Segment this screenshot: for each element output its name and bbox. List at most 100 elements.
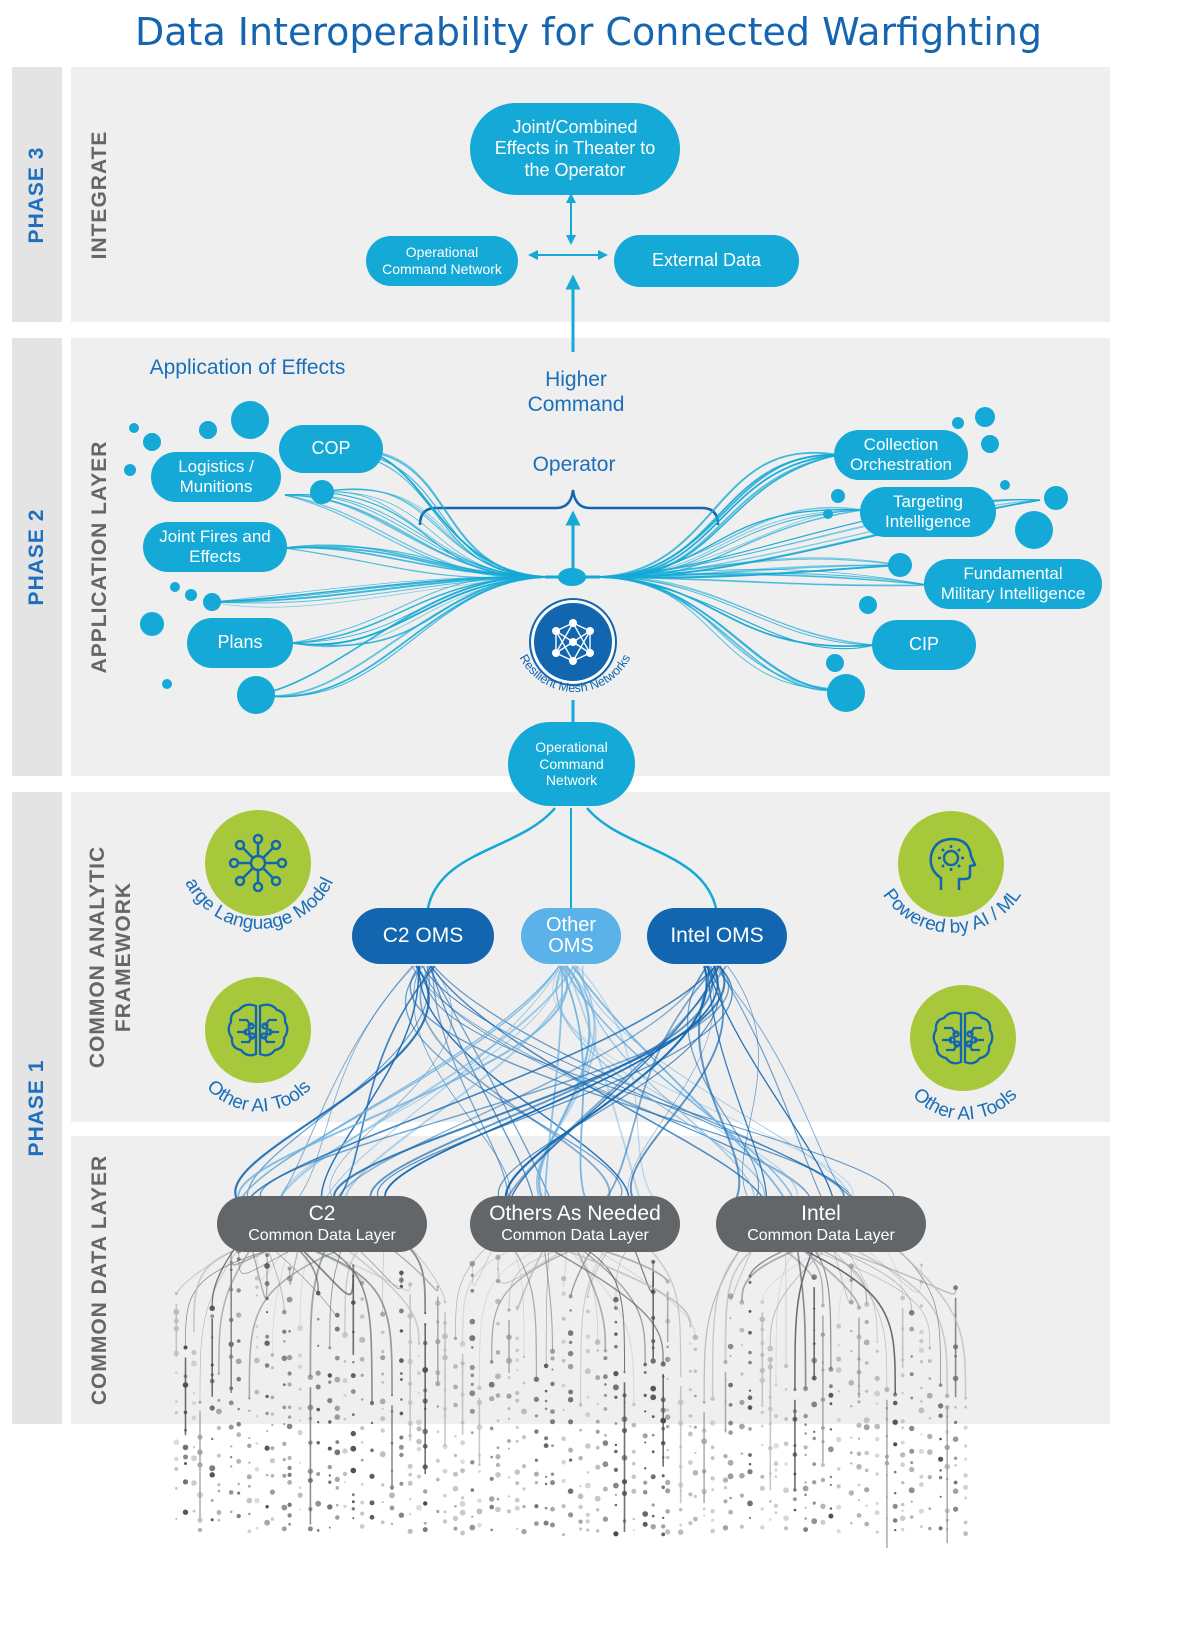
data-dot [938, 1475, 943, 1480]
data-dot [283, 1340, 286, 1343]
data-dot [265, 1505, 269, 1509]
data-dot [334, 1376, 341, 1383]
targeting-node[interactable]: Targeting Intelligence [860, 487, 996, 537]
data-dot [477, 1498, 482, 1503]
data-dot [452, 1515, 459, 1522]
data-dot [237, 1482, 240, 1486]
data-dot [688, 1460, 693, 1465]
data-dot [603, 1407, 608, 1411]
data-dot [858, 1499, 860, 1502]
data-dot [803, 1527, 808, 1532]
data-dot [919, 1339, 924, 1344]
data-dot [380, 1311, 386, 1317]
data-dot [521, 1435, 527, 1440]
collection-line1: Collection [863, 434, 939, 454]
data-dot [389, 1492, 395, 1499]
data-dot [265, 1411, 269, 1416]
data-dot [281, 1504, 288, 1511]
other-oms-node[interactable]: Other OMS [521, 908, 621, 964]
data-dot [192, 1401, 196, 1405]
data-dot [286, 1354, 293, 1361]
cop-node[interactable]: COP [279, 425, 383, 473]
data-dot [495, 1472, 501, 1478]
cip-node[interactable]: CIP [872, 620, 976, 670]
data-dot [443, 1300, 447, 1304]
other-oms-line2: OMS [548, 935, 594, 957]
data-dot [632, 1461, 636, 1466]
bubble [124, 464, 136, 476]
data-dot [848, 1299, 854, 1305]
data-dot [299, 1419, 302, 1422]
data-dot [389, 1505, 395, 1511]
data-dot [568, 1512, 574, 1518]
data-dot [650, 1394, 657, 1401]
data-dot [739, 1300, 745, 1305]
data-dot [299, 1461, 302, 1464]
data-dot [282, 1405, 287, 1410]
data-dot [954, 1420, 958, 1424]
data-dot [270, 1517, 275, 1521]
svg-text:Other AI Tools: Other AI Tools [203, 1076, 316, 1116]
weave-line [418, 965, 630, 1201]
bubble [185, 589, 197, 601]
data-dot [964, 1405, 968, 1409]
data-dot [561, 1339, 566, 1344]
data-dot [760, 1507, 764, 1511]
data-dot [689, 1425, 692, 1428]
hub-knot [558, 568, 586, 586]
others-data-sub: Common Data Layer [501, 1226, 649, 1244]
intel-oms-node[interactable]: Intel OMS [647, 908, 787, 964]
bubble [981, 435, 999, 453]
data-dot [544, 1436, 549, 1441]
data-dot [919, 1482, 924, 1487]
op-command-node-top[interactable]: Operational Command Network [366, 236, 518, 286]
data-dot [850, 1462, 853, 1465]
data-dot [360, 1458, 364, 1462]
joint-fires-node[interactable]: Joint Fires and Effects [143, 522, 287, 572]
data-dot [561, 1383, 566, 1388]
intel-data-layer-node[interactable]: Intel Common Data Layer [716, 1196, 926, 1252]
data-dot [230, 1465, 233, 1468]
data-dot [864, 1361, 869, 1365]
data-dot [964, 1496, 968, 1500]
data-dot [665, 1529, 671, 1535]
data-dot [343, 1417, 347, 1421]
data-dot [728, 1430, 733, 1435]
data-dot [865, 1389, 869, 1393]
data-dot [369, 1514, 375, 1520]
plans-node[interactable]: Plans [187, 618, 293, 668]
joint-effects-node[interactable]: Joint/Combined Effects in Theater to the… [470, 103, 680, 195]
data-dot [174, 1466, 179, 1471]
data-dot [521, 1528, 527, 1535]
logistics-node[interactable]: Logistics / Munitions [151, 452, 281, 502]
data-dot [578, 1403, 583, 1407]
stream-line [246, 1229, 268, 1299]
c2-data-layer-node[interactable]: C2 Common Data Layer [217, 1196, 427, 1252]
weave-line [697, 965, 741, 1201]
weave-line [279, 965, 563, 1201]
collection-node[interactable]: Collection Orchestration [834, 430, 968, 480]
data-dot [351, 1500, 355, 1504]
data-dot [184, 1462, 187, 1465]
data-dot [711, 1488, 714, 1491]
other-ai-caption-left: Other AI Tools [203, 1076, 316, 1116]
data-dot [631, 1449, 636, 1454]
data-dot [927, 1449, 933, 1455]
data-dot [255, 1294, 258, 1297]
data-dot [460, 1459, 465, 1465]
data-dot [585, 1443, 591, 1449]
data-dot [247, 1529, 252, 1533]
data-dot [299, 1508, 302, 1511]
weave-line [376, 965, 733, 1201]
c2-oms-node[interactable]: C2 OMS [352, 908, 494, 964]
data-dot [516, 1369, 519, 1372]
data-dot [282, 1383, 286, 1386]
op-command-node-bottom[interactable]: Operational Command Network [508, 722, 635, 806]
others-data-layer-node[interactable]: Others As Needed Common Data Layer [470, 1196, 680, 1252]
data-dot [723, 1454, 728, 1459]
data-dot [287, 1472, 292, 1477]
fundamental-node[interactable]: Fundamental Military Intelligence [924, 559, 1102, 609]
mesh-hub[interactable] [531, 600, 615, 684]
external-data-node[interactable]: External Data [614, 235, 799, 287]
data-dot [892, 1503, 898, 1509]
